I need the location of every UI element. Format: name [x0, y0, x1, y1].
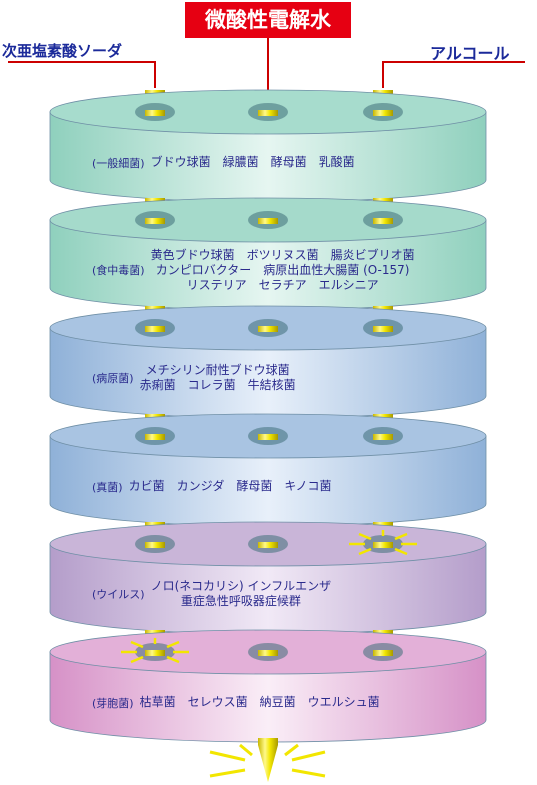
disc-3-category: (病原菌)	[92, 372, 134, 385]
disc-3-line-1: メチシリン耐性ブドウ球菌	[145, 363, 290, 377]
disc-4-text: (真菌) カビ菌 カンジダ 酵母菌 キノコ菌	[92, 479, 452, 495]
right-label: アルコール	[430, 44, 510, 63]
disc-5-text: (ウイルス) ノロ(ネコカリシ) インフルエンザ重症急性呼吸器症候群	[92, 579, 452, 609]
disc-2-line-1: 黄色ブドウ球菌 ボツリヌス菌 腸炎ビブリオ菌	[150, 247, 415, 262]
sparkle-icon-1	[349, 530, 417, 556]
title: 微酸性電解水	[185, 2, 351, 38]
disc-4	[49, 413, 487, 527]
disc-3-text: (病原菌) メチシリン耐性ブドウ球菌赤痢菌 コレラ菌 牛結核菌	[92, 363, 452, 393]
disc-3-line-2: 赤痢菌 コレラ菌 牛結核菌	[139, 378, 296, 392]
disc-5-line-2: 重症急性呼吸器症候群	[180, 594, 301, 608]
bottom-sparkle-icon	[209, 743, 326, 778]
left-label: 次亜塩素酸ソーダ	[2, 42, 123, 60]
disc-6-category: (芽胞菌)	[92, 696, 134, 710]
disc-1-line-1: ブドウ球菌 緑膿菌 酵母菌 乳酸菌	[150, 155, 355, 169]
disc-2	[49, 197, 487, 311]
disc-2-line-2: カンピロバクター 病原出血性大腸菌 (O-157)	[155, 262, 410, 277]
disc-5	[49, 521, 487, 635]
disc-6-text: (芽胞菌) 枯草菌 セレウス菌 納豆菌 ウエルシュ菌	[92, 695, 452, 711]
sparkle-icon-2	[121, 638, 189, 664]
disc-2-text: (食中毒菌) 黄色ブドウ球菌 ボツリヌス菌 腸炎ビブリオ菌カンピロバクター 病原出…	[92, 248, 452, 293]
disc-6-line-1: 枯草菌 セレウス菌 納豆菌 ウエルシュ菌	[139, 695, 380, 709]
disc-2-line-3: リステリア セラチア エルシニア	[186, 277, 379, 292]
disc-6	[49, 629, 487, 743]
left-pointer-line	[8, 61, 156, 88]
disc-1-text: (一般細菌) ブドウ球菌 緑膿菌 酵母菌 乳酸菌	[92, 155, 452, 171]
disc-1	[49, 89, 487, 203]
right-pointer-line	[382, 61, 525, 88]
disc-4-line-1: カビ菌 カンジダ 酵母菌 キノコ菌	[128, 479, 332, 493]
disc-4-category: (真菌)	[92, 480, 123, 494]
rod-tip	[258, 745, 278, 782]
disc-3	[49, 305, 487, 419]
disc-2-category: (食中毒菌)	[92, 264, 145, 277]
disc-1-category: (一般細菌)	[92, 156, 145, 170]
disc-5-line-1: ノロ(ネコカリシ) インフルエンザ	[150, 579, 332, 593]
disc-5-category: (ウイルス)	[92, 588, 145, 601]
